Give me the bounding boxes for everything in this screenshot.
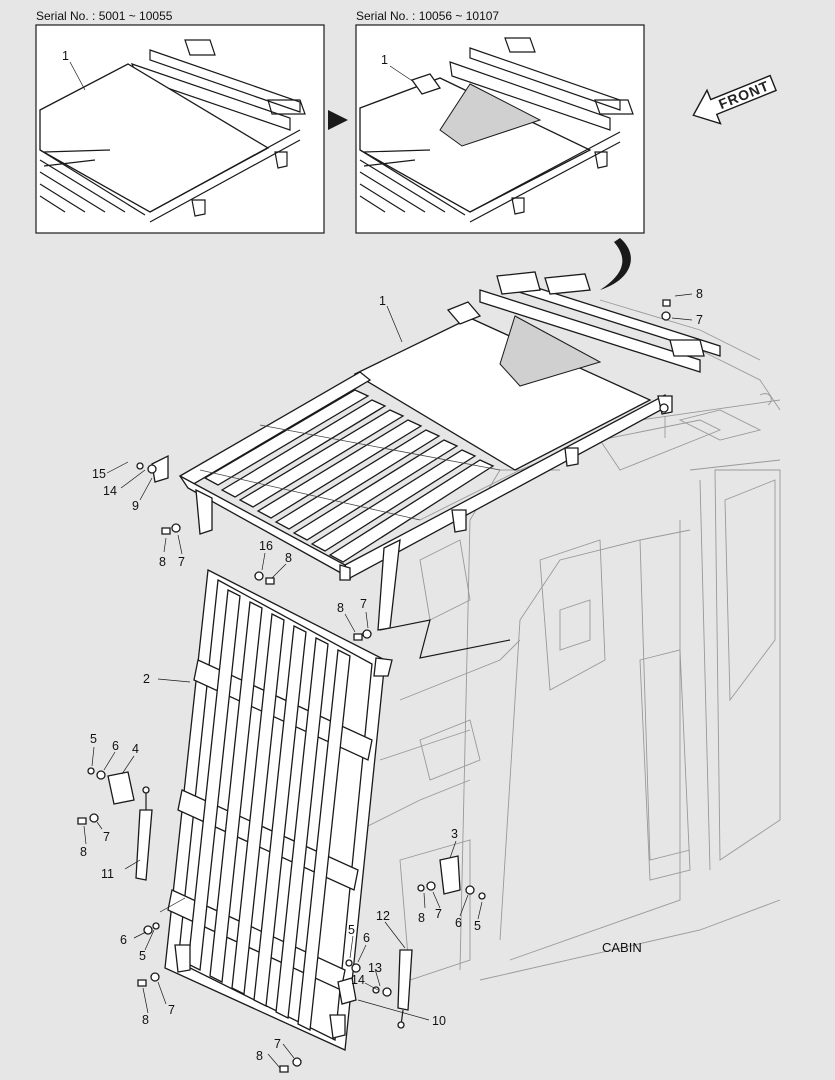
callout-11: 11 — [101, 867, 114, 881]
callout-8: 8 — [142, 1013, 149, 1027]
bracket-right — [439, 855, 461, 895]
detail-reference-arrow-icon — [600, 238, 631, 290]
callout-6: 6 — [112, 739, 119, 753]
front-guard-grille — [164, 568, 393, 1051]
inset-1-serial-label: Serial No. : 5001 ~ 10055 — [36, 9, 173, 23]
bracket-lower-right — [337, 977, 357, 1005]
fasteners — [77, 299, 671, 1073]
callout-5: 5 — [474, 919, 481, 933]
gas-spring-right — [397, 949, 413, 1029]
callout-1: 1 — [379, 294, 386, 308]
callout-6: 6 — [455, 916, 462, 930]
callout-7: 7 — [168, 1003, 175, 1017]
callout-8: 8 — [256, 1049, 263, 1063]
front-direction-indicator: FRONT — [692, 74, 777, 125]
callout-4: 4 — [132, 742, 139, 756]
callout-7: 7 — [274, 1037, 281, 1051]
callout-8: 8 — [418, 911, 425, 925]
inset-serial-5001-10055: Serial No. : 5001 ~ 10055 1 — [35, 9, 325, 234]
inset-2-part-label: 1 — [381, 53, 388, 67]
callout-9: 9 — [132, 499, 139, 513]
top-guard-frame — [151, 271, 721, 631]
callout-7: 7 — [696, 313, 703, 327]
gas-spring-left — [135, 786, 153, 881]
break-line — [379, 619, 511, 659]
callout-8: 8 — [337, 601, 344, 615]
callout-labels: 1 8 7 15 14 9 8 7 16 8 8 7 2 5 6 4 7 8 1… — [80, 287, 703, 1063]
callout-13: 13 — [368, 961, 382, 975]
leader-lines — [83, 293, 693, 1069]
callout-8: 8 — [696, 287, 703, 301]
callout-15: 15 — [92, 467, 106, 481]
callout-6: 6 — [363, 931, 370, 945]
callout-7: 7 — [435, 907, 442, 921]
bracket-left — [107, 771, 135, 805]
callout-12: 12 — [376, 909, 390, 923]
callout-14: 14 — [103, 484, 117, 498]
inset-serial-10056-10107: Serial No. : 10056 ~ 10107 1 — [355, 9, 645, 234]
callout-7: 7 — [103, 830, 110, 844]
callout-5: 5 — [348, 923, 355, 937]
callout-6: 6 — [120, 933, 127, 947]
callout-8: 8 — [159, 555, 166, 569]
callout-10: 10 — [432, 1014, 446, 1028]
inset-2-serial-label: Serial No. : 10056 ~ 10107 — [356, 9, 499, 23]
callout-8: 8 — [80, 845, 87, 859]
callout-7: 7 — [360, 597, 367, 611]
callout-14: 14 — [351, 973, 365, 987]
callout-2: 2 — [143, 672, 150, 686]
callout-7: 7 — [178, 555, 185, 569]
callout-3: 3 — [451, 827, 458, 841]
arrow-right-icon — [328, 110, 348, 130]
front-label: FRONT — [716, 77, 771, 112]
callout-5: 5 — [139, 949, 146, 963]
cabin-label: CABIN — [602, 940, 642, 955]
callout-16: 16 — [259, 539, 273, 553]
callout-5: 5 — [90, 732, 97, 746]
front-arrow-icon — [692, 74, 777, 125]
callout-8: 8 — [285, 551, 292, 565]
inset-1-part-label: 1 — [62, 49, 69, 63]
